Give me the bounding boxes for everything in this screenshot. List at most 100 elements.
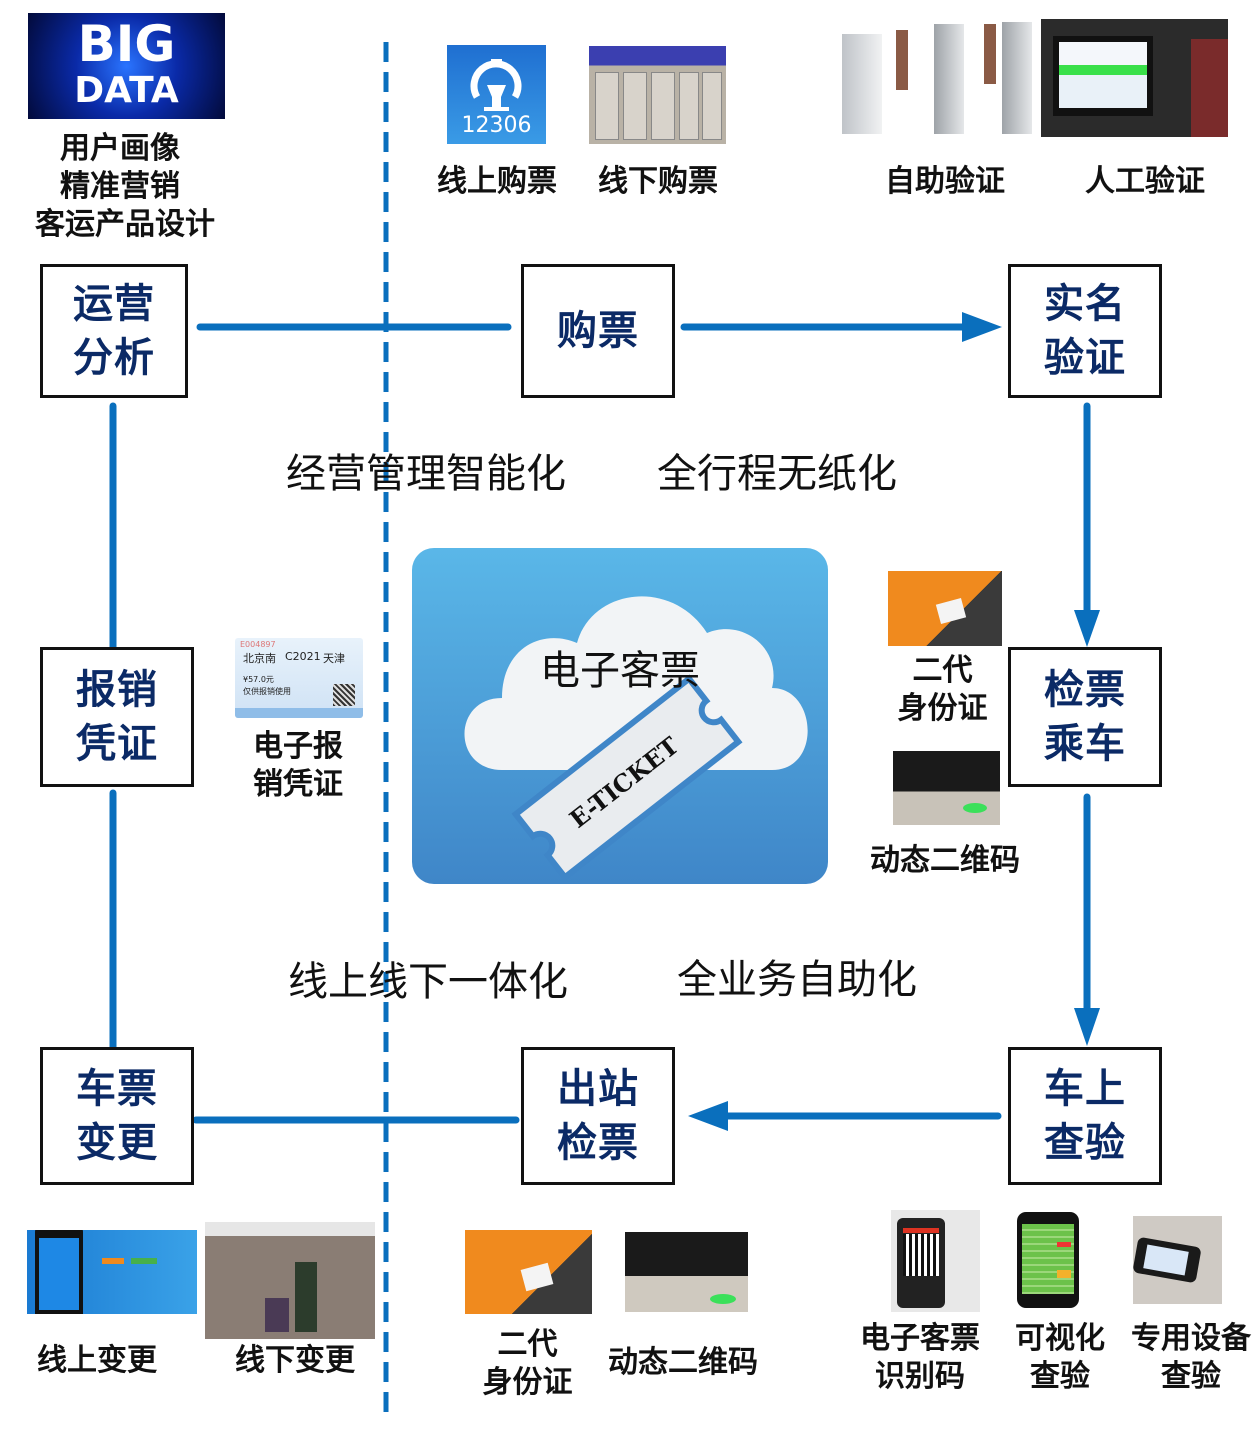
gate-door	[896, 30, 908, 90]
gate-panel	[842, 34, 882, 134]
machine	[651, 72, 675, 140]
caption-e-reimburse-2: 销凭证	[253, 767, 343, 802]
qr-exit-photo	[625, 1232, 748, 1312]
arrowhead-board	[1074, 610, 1100, 647]
visual-inspect-phone	[1017, 1212, 1079, 1308]
caption-eticket-code-1: 电子客票	[860, 1321, 980, 1356]
manual-verify-photo	[1041, 19, 1228, 137]
theme-paperless: 全行程无纸化	[657, 451, 897, 497]
caption-self-verify: 自助验证	[885, 164, 1005, 199]
box-line: 车票	[76, 1066, 158, 1112]
app-12306-number: 12306	[461, 113, 532, 138]
railway-logo-icon	[470, 59, 522, 111]
qr-code-icon	[333, 684, 355, 706]
box-ticket-change[interactable]: 车票 变更	[40, 1047, 194, 1185]
seat-grid-screen	[1022, 1224, 1074, 1294]
caption-online-change: 线上变更	[37, 1343, 157, 1378]
box-buy-ticket[interactable]: 购票	[521, 264, 675, 398]
caption-device-inspect-2: 查验	[1161, 1359, 1221, 1394]
caption-id-card-right-1: 二代	[912, 653, 973, 688]
orange-button	[102, 1258, 124, 1264]
phone-screen	[39, 1238, 79, 1310]
receipt-price: ¥57.0元	[243, 675, 274, 684]
receipt-note: 仅供报销使用	[243, 687, 291, 696]
id-card	[935, 597, 967, 625]
caption-product-design: 客运产品设计	[35, 207, 215, 242]
online-change-screenshot	[27, 1230, 197, 1314]
receipt-train: C2021	[285, 650, 321, 663]
gate-door	[984, 24, 996, 84]
gate-panel	[1002, 22, 1032, 134]
box-line: 检票	[1044, 667, 1126, 713]
box-line: 分析	[73, 335, 155, 381]
theme-self-service: 全业务自助化	[677, 957, 917, 1003]
traveler	[295, 1262, 317, 1332]
self-service-gates-photo	[836, 18, 1036, 136]
big-data-line1: BIG	[77, 15, 176, 73]
e-receipt-image: E004897 北京南 C2021 天津 ¥57.0元 仅供报销使用	[235, 638, 363, 718]
box-reimbursement[interactable]: 报销 凭证	[40, 647, 194, 787]
caption-offline-buy: 线下购票	[598, 164, 718, 199]
receipt-from: 北京南	[243, 652, 276, 665]
box-line: 运营	[73, 281, 155, 327]
caption-visual-inspect-1: 可视化	[1015, 1321, 1105, 1356]
box-line: 购票	[557, 308, 639, 354]
caption-id-card-bottom-1: 二代	[497, 1327, 558, 1362]
qr-scan-gate-photo	[893, 751, 1000, 825]
box-line: 实名	[1044, 281, 1126, 327]
id-card	[520, 1262, 554, 1292]
box-exit-check[interactable]: 出站 检票	[521, 1047, 675, 1185]
scan-banner	[903, 1228, 939, 1233]
monitor-screen	[1059, 42, 1147, 108]
scanner-light	[710, 1294, 736, 1304]
staff-figure	[1191, 39, 1228, 137]
machine	[679, 72, 699, 140]
id-card-scan-photo	[888, 571, 1002, 646]
caption-id-card-bottom-2: 身份证	[482, 1365, 573, 1400]
caption-manual-verify: 人工验证	[1085, 164, 1205, 199]
caption-offline-change: 线下变更	[235, 1343, 355, 1378]
caption-qr-bottom: 动态二维码	[608, 1345, 758, 1380]
caption-eticket-code-2: 识别码	[875, 1359, 965, 1394]
box-line: 乘车	[1044, 721, 1126, 767]
box-realname-verify[interactable]: 实名 验证	[1008, 264, 1162, 398]
machine	[702, 72, 722, 140]
theme-online-offline: 线上线下一体化	[288, 959, 568, 1005]
caption-device-inspect-1: 专用设备	[1131, 1321, 1251, 1356]
box-operation-analysis[interactable]: 运营 分析	[40, 264, 188, 398]
box-line: 查验	[1044, 1120, 1126, 1166]
big-data-line2: DATA	[74, 70, 179, 111]
theme-smart-management: 经营管理智能化	[286, 451, 566, 497]
caption-e-reimburse-1: 电子报	[253, 729, 343, 764]
suitcase	[265, 1298, 289, 1332]
caption-precision-marketing: 精准营销	[60, 169, 180, 204]
center-title: 电子客票	[540, 648, 700, 694]
box-line: 报销	[76, 667, 158, 713]
box-line: 变更	[76, 1120, 158, 1166]
app-12306-icon: 12306	[447, 45, 546, 144]
box-check-board[interactable]: 检票 乘车	[1008, 647, 1162, 787]
arrowhead-verify	[962, 312, 1002, 342]
arrowhead-exit	[688, 1101, 728, 1131]
box-line: 检票	[557, 1120, 639, 1166]
receipt-to: 天津	[323, 652, 345, 665]
scanner-light	[963, 803, 987, 813]
box-onboard-inspect[interactable]: 车上 查验	[1008, 1047, 1162, 1185]
receipt-footer	[235, 708, 363, 718]
big-data-image: BIG DATA	[28, 13, 225, 119]
caption-user-profile: 用户画像	[60, 131, 180, 166]
receipt-code: E004897	[240, 640, 276, 649]
offline-change-photo	[205, 1222, 375, 1339]
device-inspect-photo	[1133, 1216, 1222, 1304]
orange-seat	[1057, 1270, 1071, 1278]
caption-id-card-right-2: 身份证	[897, 691, 988, 726]
green-button	[131, 1258, 157, 1264]
ticket-machines-photo	[589, 46, 726, 144]
red-seat	[1057, 1242, 1071, 1247]
caption-qr-right: 动态二维码	[870, 843, 1020, 878]
qr-code-icon	[903, 1234, 939, 1276]
box-line: 车上	[1044, 1066, 1126, 1112]
id-card-exit-photo	[465, 1230, 592, 1314]
caption-online-buy: 线上购票	[437, 164, 557, 199]
